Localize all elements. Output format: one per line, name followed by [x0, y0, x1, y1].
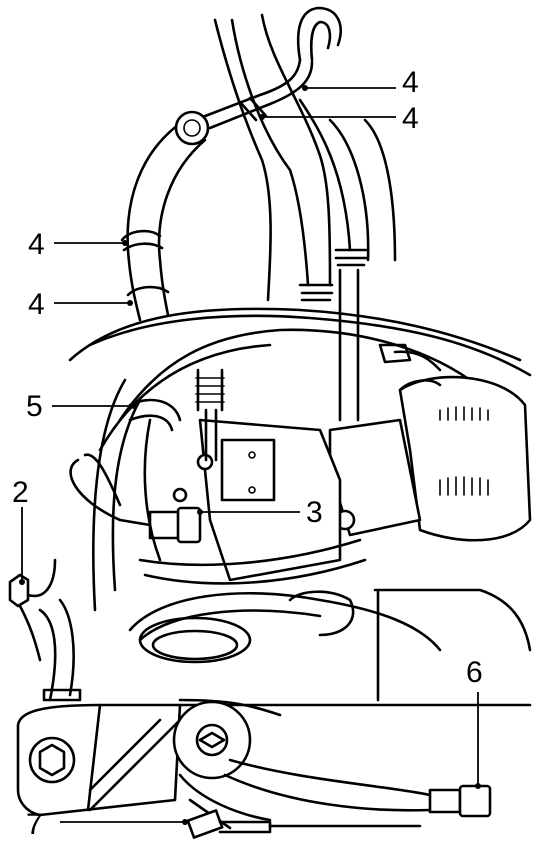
engine-block: [172, 368, 342, 582]
ribbed-hose-a: [298, 283, 334, 302]
lower-bracket: [16, 598, 532, 817]
upper-hoses: [120, 6, 397, 422]
callout-5: 5: [26, 390, 43, 423]
lower-pulley: [128, 538, 532, 702]
wire-clip: [8, 558, 57, 662]
callout-4b: 4: [402, 102, 419, 135]
ribbed-hose-b: [334, 248, 368, 267]
sensor-arm: [172, 700, 492, 839]
callout-4d: 4: [28, 288, 45, 321]
callouts: 4 4 4 4 5 2 3 6 7: [12, 66, 483, 841]
callout-6: 6: [466, 656, 483, 689]
callout-4a: 4: [402, 66, 419, 99]
sensor-left: [69, 398, 202, 562]
callout-2: 2: [12, 476, 29, 509]
leader-lines: [19, 85, 481, 825]
callout-7: 7: [26, 808, 43, 841]
alternator: [328, 343, 532, 542]
callout-4c: 4: [28, 228, 45, 261]
callout-3: 3: [306, 496, 323, 529]
